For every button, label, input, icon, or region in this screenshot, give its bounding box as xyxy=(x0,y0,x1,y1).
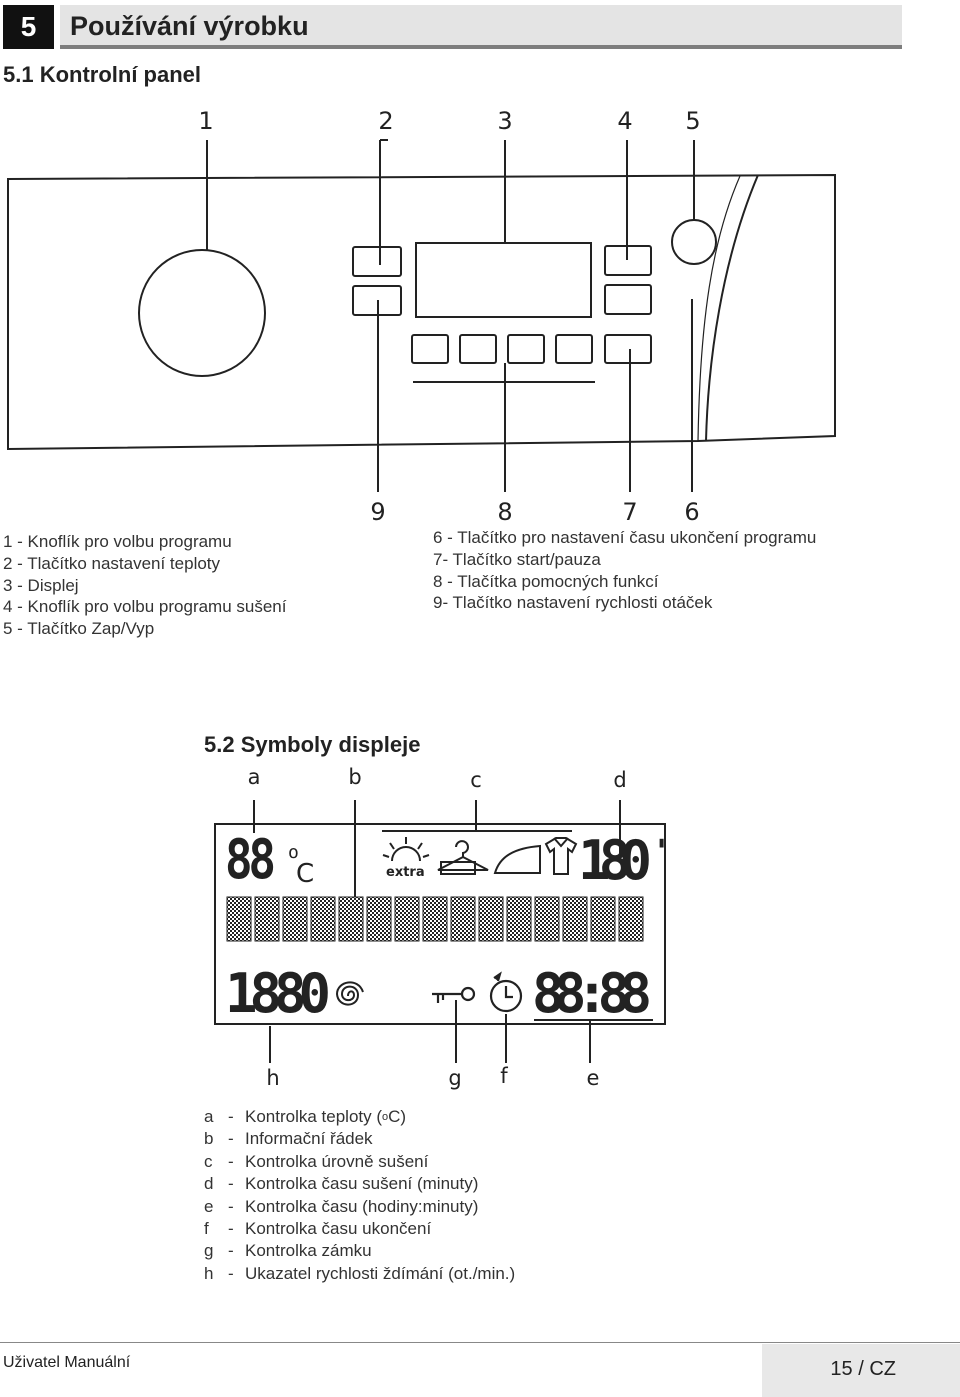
footer-divider xyxy=(0,1342,960,1343)
page-number: 15 / CZ xyxy=(830,1358,896,1380)
section-header-bar: Používání výrobku xyxy=(60,5,902,49)
aux-button-2 xyxy=(459,334,497,364)
legend-item: 4 - Knoflík pro volbu programu sušení xyxy=(3,597,287,617)
display-frame xyxy=(214,823,666,1025)
aux-button-4 xyxy=(555,334,593,364)
legend-item: 3 - Displej xyxy=(3,575,79,595)
legend-row: h-Ukazatel rychlosti ždímání (ot./min.) xyxy=(204,1263,516,1283)
legend-row: e-Kontrolka času (hodiny:minuty) xyxy=(204,1196,479,1216)
spin-digits: 1880 xyxy=(225,962,331,1025)
callout-4: 4 xyxy=(617,107,633,135)
panel-legend-left: 1 - Knoflík pro volbu programu 2 - Tlačí… xyxy=(3,531,286,640)
dry-time-digits: 180 xyxy=(578,829,652,892)
shirt-icon xyxy=(544,837,578,875)
panel-curve xyxy=(705,174,759,442)
seven-segment-digits: 88 o C 180 ' 1880 88:88 xyxy=(225,827,671,1025)
label-c: c xyxy=(470,768,482,792)
label-d: d xyxy=(613,768,627,792)
aux-button-1 xyxy=(411,334,449,364)
program-knob xyxy=(138,249,266,377)
legend-row: d-Kontrolka času sušení (minuty) xyxy=(204,1174,479,1194)
info-line-segments xyxy=(226,896,644,942)
start-pause-button xyxy=(604,334,652,364)
legend-row: b-Informační řádek xyxy=(204,1129,373,1149)
panel-subheading: 5.1 Kontrolní panel xyxy=(3,62,202,87)
label-f: f xyxy=(500,1064,508,1088)
callout-1: 1 xyxy=(198,107,214,135)
panel-display xyxy=(415,242,592,318)
dry-time-mark: ' xyxy=(652,832,671,870)
temp-digits: 88 xyxy=(225,827,276,891)
callout-6: 6 xyxy=(684,498,700,526)
legend-item: 9- Tlačítko nastavení rychlosti otáček xyxy=(433,593,713,613)
footer-page-box: 15 / CZ xyxy=(762,1344,960,1397)
temp-celsius: C xyxy=(296,859,314,889)
clock-digits: 88:88 xyxy=(532,962,652,1025)
display-diagram: extra xyxy=(214,800,666,1063)
label-h: h xyxy=(266,1066,280,1090)
control-panel-diagram xyxy=(7,139,836,492)
panel-legend-right: 6 - Tlačítko pro nastavení času ukončení… xyxy=(433,527,816,614)
legend-row: c-Kontrolka úrovně sušení xyxy=(204,1151,429,1171)
legend-item: 5 - Tlačítko Zap/Vyp xyxy=(3,619,155,639)
legend-row: g-Kontrolka zámku xyxy=(204,1241,372,1261)
key-icon xyxy=(432,986,476,1003)
label-e: e xyxy=(586,1066,600,1090)
panel-outline xyxy=(7,173,836,451)
display-subheading: 5.2 Symboly displeje xyxy=(204,732,421,757)
hanger-icon xyxy=(437,840,489,875)
legend-item: 6 - Tlačítko pro nastavení času ukončení… xyxy=(433,528,817,547)
callout-8: 8 xyxy=(497,498,513,526)
sun-icon xyxy=(382,837,430,862)
temp-button xyxy=(352,246,402,277)
extra-label: extra xyxy=(386,865,425,880)
footer-manual-label: Uživatel Manuální xyxy=(3,1354,131,1371)
end-time-button xyxy=(604,284,652,315)
callout-5: 5 xyxy=(685,107,701,135)
temp-degree: o xyxy=(288,842,299,863)
callout-3: 3 xyxy=(497,107,513,135)
legend-item: 2 - Tlačítko nastavení teploty xyxy=(3,553,221,573)
legend-item: 8 - Tlačítka pomocných funkcí xyxy=(433,571,659,591)
legend-item: 1 - Knoflík pro volbu programu xyxy=(3,532,232,551)
section-number: 5 xyxy=(3,5,54,49)
legend-item: 7- Tlačítko start/pauza xyxy=(433,549,601,569)
section-title: Používání výrobku xyxy=(70,11,309,41)
spin-spiral-icon xyxy=(335,981,364,1006)
legend-row: f-Kontrolka času ukončení xyxy=(204,1219,432,1239)
aux-button-3 xyxy=(507,334,545,364)
end-time-icon xyxy=(489,971,523,1013)
panel-inner-curve xyxy=(697,175,741,442)
callout-9: 9 xyxy=(370,498,386,526)
iron-icon xyxy=(493,844,541,874)
callout-7: 7 xyxy=(622,498,638,526)
label-a: a xyxy=(247,765,261,789)
callout-2: 2 xyxy=(378,107,394,135)
label-b: b xyxy=(348,765,362,789)
label-g: g xyxy=(448,1066,462,1090)
